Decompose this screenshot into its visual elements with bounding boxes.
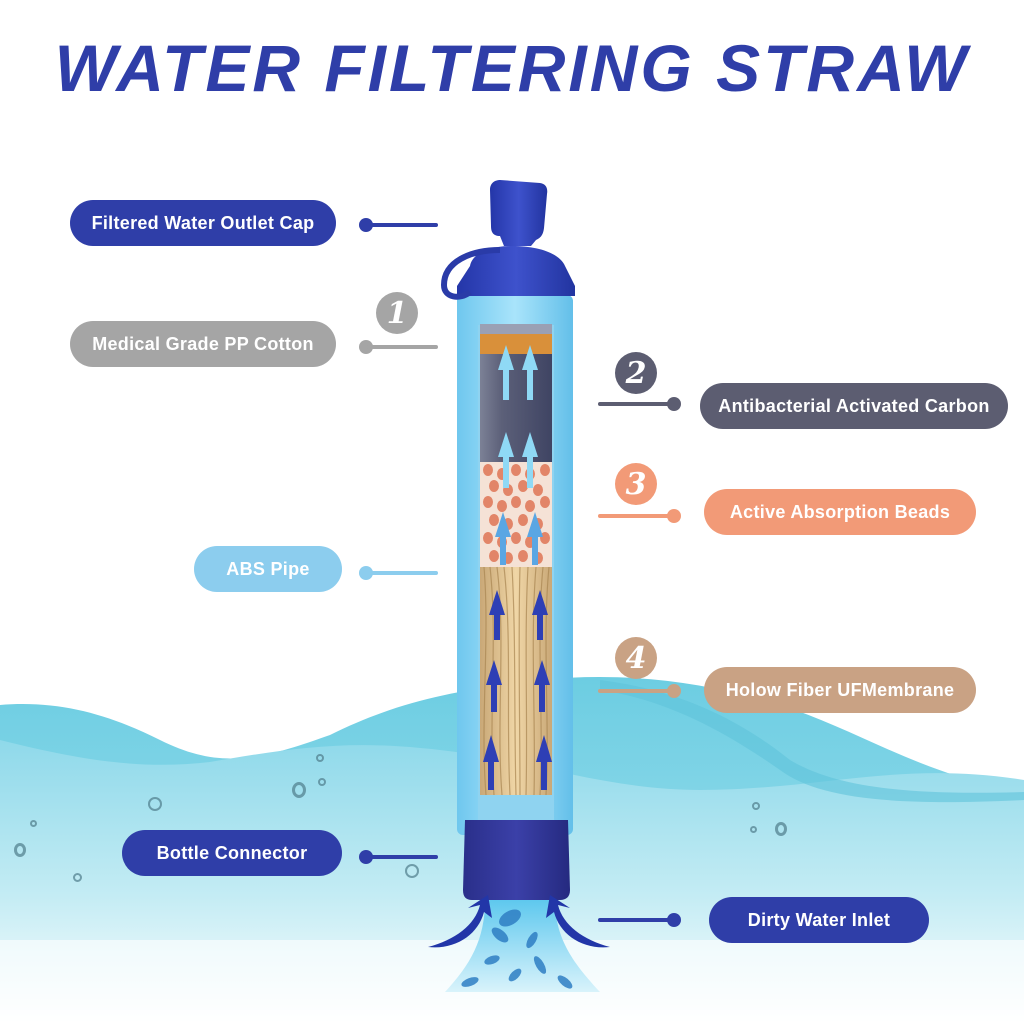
bubble [316,754,324,762]
pointer-line [598,689,674,693]
bubble [318,778,326,786]
label-text: Antibacterial Activated Carbon [718,395,990,416]
bubble [73,873,82,882]
bubble [292,782,306,798]
label-pp-cotton: Medical Grade PP Cotton [70,321,336,367]
label-text: Holow Fiber UFMembrane [725,679,955,700]
label-text: Bottle Connector [156,842,308,863]
pointer-line [598,402,674,406]
pointer-dot [667,913,681,927]
label-text: ABS Pipe [226,558,310,579]
page-title: WATER FILTERING STRAW [54,31,970,105]
bubble [30,820,37,827]
label-dirty-water-inlet: Dirty Water Inlet [709,897,929,943]
label-bottle-connector: Bottle Connector [122,830,342,876]
bubble [14,843,26,857]
step-badge-1: 1 [376,292,418,334]
pointer-line [598,514,674,518]
label-uf-membrane: Holow Fiber UFMembrane [704,667,976,713]
label-text: Dirty Water Inlet [747,909,891,930]
step-badge-2: 2 [615,352,657,394]
step-badge-3: 3 [615,463,657,505]
pointer-dot [667,397,681,411]
label-abs-pipe: ABS Pipe [194,546,342,592]
step-badge-4: 4 [615,637,657,679]
pointer-line [366,223,438,227]
label-text: Filtered Water Outlet Cap [91,212,315,233]
label-text: Medical Grade PP Cotton [92,333,314,354]
pointer-line [366,571,438,575]
bubble [750,826,757,833]
pointer-line [366,855,438,859]
label-text: Active Absorption Beads [729,501,951,522]
pointer-dot [667,509,681,523]
label-absorption-beads: Active Absorption Beads [704,489,976,535]
pointer-dot [667,684,681,698]
bubble [775,822,787,836]
bubble [752,802,760,810]
pointer-line [366,345,438,349]
label-outlet-cap: Filtered Water Outlet Cap [70,200,336,246]
label-activated-carbon: Antibacterial Activated Carbon [700,383,1008,429]
pointer-line [598,918,674,922]
bubble [148,797,162,811]
bubble [405,864,419,878]
